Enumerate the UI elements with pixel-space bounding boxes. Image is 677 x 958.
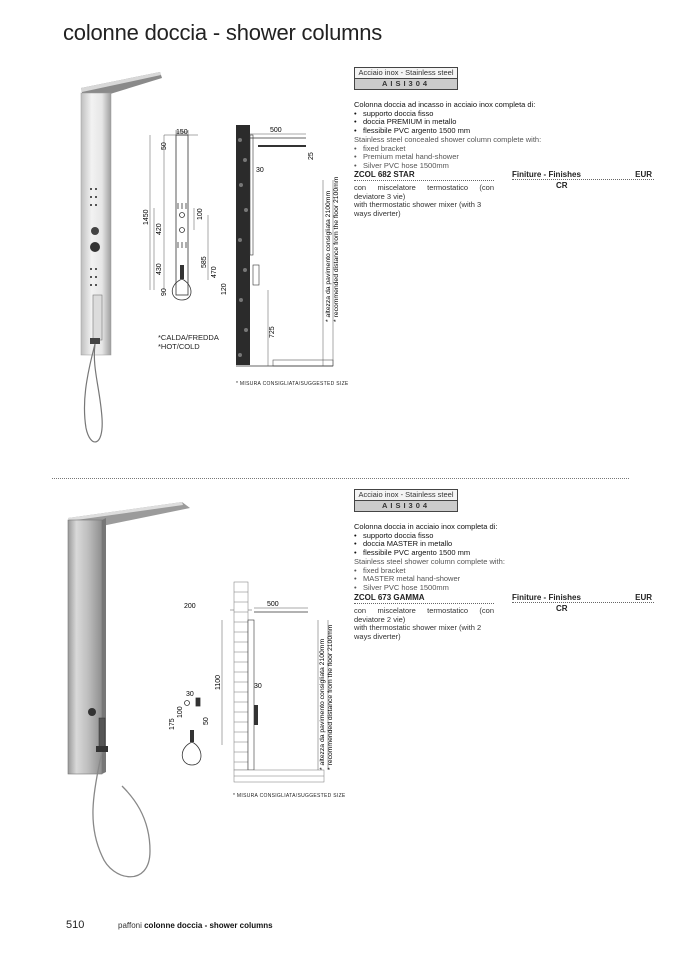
height-note-it: * altezza da pavimento consigliata 2100m…: [325, 191, 332, 322]
thermostatic-knob: [90, 242, 100, 252]
footer-brand: paffoni: [118, 921, 142, 930]
dim-100: 100: [197, 208, 204, 220]
section-separator: [52, 478, 629, 479]
dim-1450: 1450: [143, 209, 150, 225]
hand-shower: [98, 717, 106, 749]
dim-30: 30: [186, 691, 194, 698]
hot-cold-note: *CALDA/FREDDA *HOT/COLD: [158, 333, 219, 351]
model-description: con miscelatore termostatico (con deviat…: [354, 606, 494, 642]
shower-hose: [92, 751, 151, 878]
product-image-gamma: [67, 502, 190, 878]
dim-1100: 1100: [215, 675, 222, 690]
dim-500: 500: [267, 601, 279, 608]
dim-50: 50: [161, 142, 168, 150]
product-code: ZCOL 682 STAR: [354, 170, 494, 181]
technical-drawing-star: 150 50 1450 420 430 90 100 585 470 120 5…: [143, 125, 340, 367]
wall-section: [236, 125, 250, 365]
dim-50: 50: [203, 717, 210, 725]
finish-chrome: CR: [556, 181, 568, 190]
product-description: Colonna doccia ad incasso in acciaio ino…: [354, 100, 554, 171]
dim-585: 585: [201, 256, 208, 268]
dim-200: 200: [184, 603, 196, 610]
height-note-en: * recommended distance from the floor 21…: [333, 176, 340, 322]
finish-chrome: CR: [556, 604, 568, 613]
height-note-it: * altezza da pavimento consigliata 2100m…: [319, 639, 326, 770]
dim-30: 30: [256, 167, 264, 174]
dim-150: 150: [176, 129, 188, 136]
model-description: con miscelatore termostatico (con deviat…: [354, 183, 494, 219]
product-image-star: [80, 72, 162, 443]
dim-120: 120: [221, 283, 228, 295]
product-code: ZCOL 673 GAMMA: [354, 593, 494, 604]
dim-175: 175: [169, 718, 176, 730]
dim-25: 25: [308, 152, 315, 160]
material-box: Acciaio inox - Stainless steel AISI304: [354, 489, 458, 512]
dim-420: 420: [156, 223, 163, 235]
dim-430: 430: [156, 263, 163, 275]
shower-hose: [83, 343, 103, 443]
suggested-size-note: * MISURA CONSIGLIATA/SUGGESTED SIZE: [233, 793, 346, 799]
footer-title: colonne doccia - shower columns: [144, 921, 273, 930]
finishes-header: Finiture - Finishes EUR: [512, 593, 654, 603]
finishes-header: Finiture - Finishes EUR: [512, 170, 654, 180]
thermostatic-knob: [88, 708, 96, 716]
suggested-size-note: * MISURA CONSIGLIATA/SUGGESTED SIZE: [236, 381, 349, 387]
hand-shower: [92, 294, 103, 341]
footer-label: paffoni colonne doccia - shower columns: [118, 921, 273, 930]
technical-drawing-gamma: 200 1100 30 175 100 50 500 30 * altezza …: [169, 581, 334, 783]
dim-100: 100: [177, 706, 184, 718]
height-note-en: * recommended distance from the floor 21…: [327, 624, 334, 770]
page-number: 510: [66, 919, 85, 931]
product-description: Colonna doccia in acciaio inox completa …: [354, 522, 554, 593]
dim-30: 30: [254, 683, 262, 690]
column-panel: [67, 519, 103, 775]
material-box: Acciaio inox - Stainless steel AISI304: [354, 67, 458, 90]
dim-470: 470: [211, 266, 218, 278]
dim-500: 500: [270, 127, 282, 134]
dim-90: 90: [161, 288, 168, 296]
dim-725: 725: [269, 326, 276, 338]
page-title: colonne doccia - shower columns: [63, 20, 383, 45]
